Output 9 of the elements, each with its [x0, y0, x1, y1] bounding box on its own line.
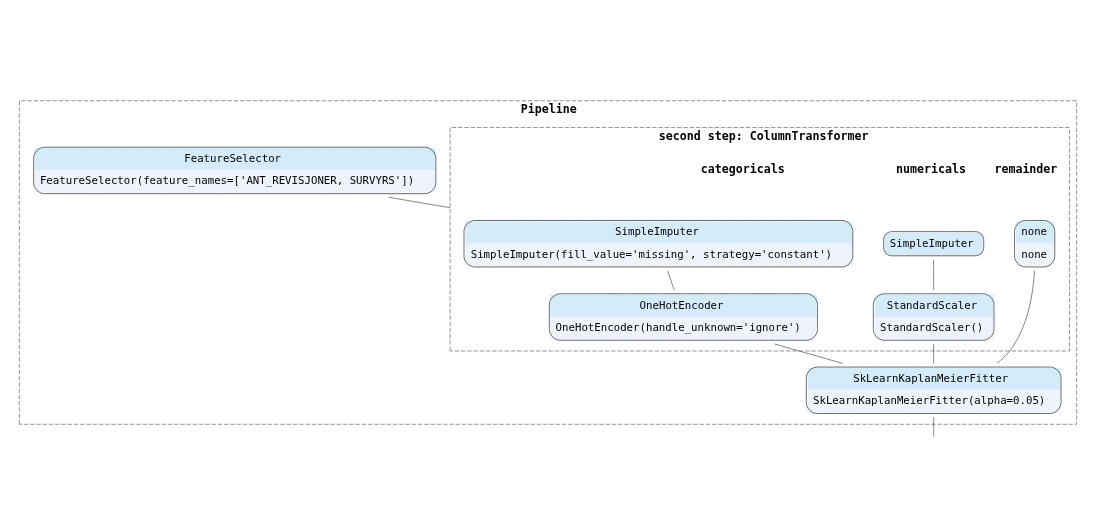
label: categoricals: [700, 161, 785, 176]
label: numericals: [896, 161, 967, 176]
connector: [667, 270, 675, 291]
connector: [996, 270, 1035, 364]
connector: [388, 196, 451, 209]
connector: [933, 416, 934, 438]
label: remainder: [994, 161, 1058, 176]
connector: [933, 343, 934, 364]
connector: [933, 259, 934, 291]
